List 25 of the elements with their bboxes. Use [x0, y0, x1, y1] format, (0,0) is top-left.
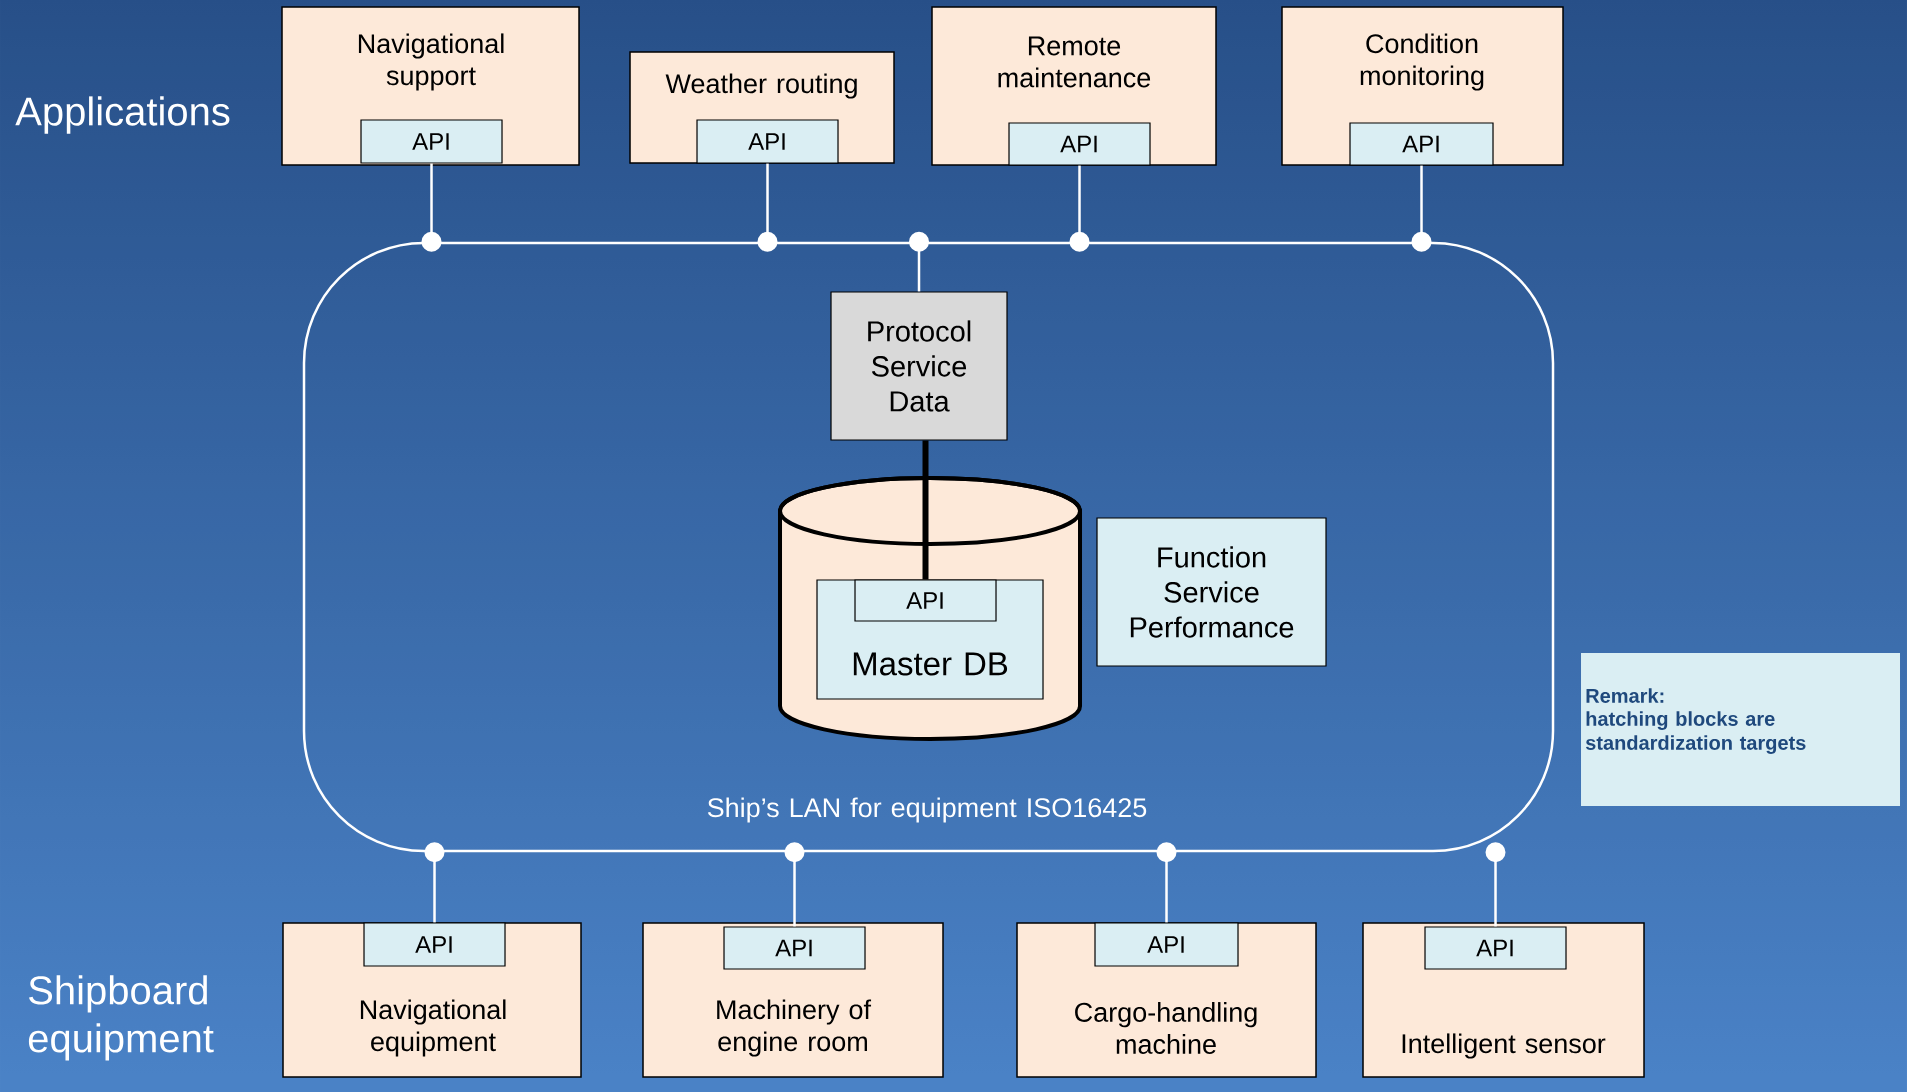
connector-line [784, 842, 805, 927]
connector-line [1485, 842, 1506, 927]
connector-line [1411, 165, 1432, 252]
connector-line [424, 842, 445, 923]
section-label: Shipboard equipment [28, 975, 214, 1061]
connector-line [909, 231, 929, 292]
network-label: Ship’s LAN for equipment ISO16425 [707, 797, 1147, 823]
api-box: API [1094, 922, 1239, 967]
connector-line [757, 163, 778, 252]
section-label: Applications [15, 96, 230, 134]
remark-box: Remark: hatching blocks are standardization targets [1581, 653, 1900, 806]
api-box: API [1349, 122, 1494, 166]
connector-line [421, 163, 442, 252]
api-box: API [363, 922, 506, 967]
api-box: API [723, 926, 866, 970]
api-box: API [1424, 926, 1567, 970]
connector-line [922, 440, 929, 580]
api-box: API [854, 579, 997, 622]
connector-line [1069, 165, 1090, 252]
connector-line [1156, 842, 1177, 923]
api-box: API [1008, 122, 1151, 166]
api-box: API [360, 119, 503, 164]
function-box: Function Service Performance [1096, 517, 1327, 667]
api-box: API [696, 119, 839, 164]
protocol-box: Protocol Service Data [830, 291, 1008, 441]
